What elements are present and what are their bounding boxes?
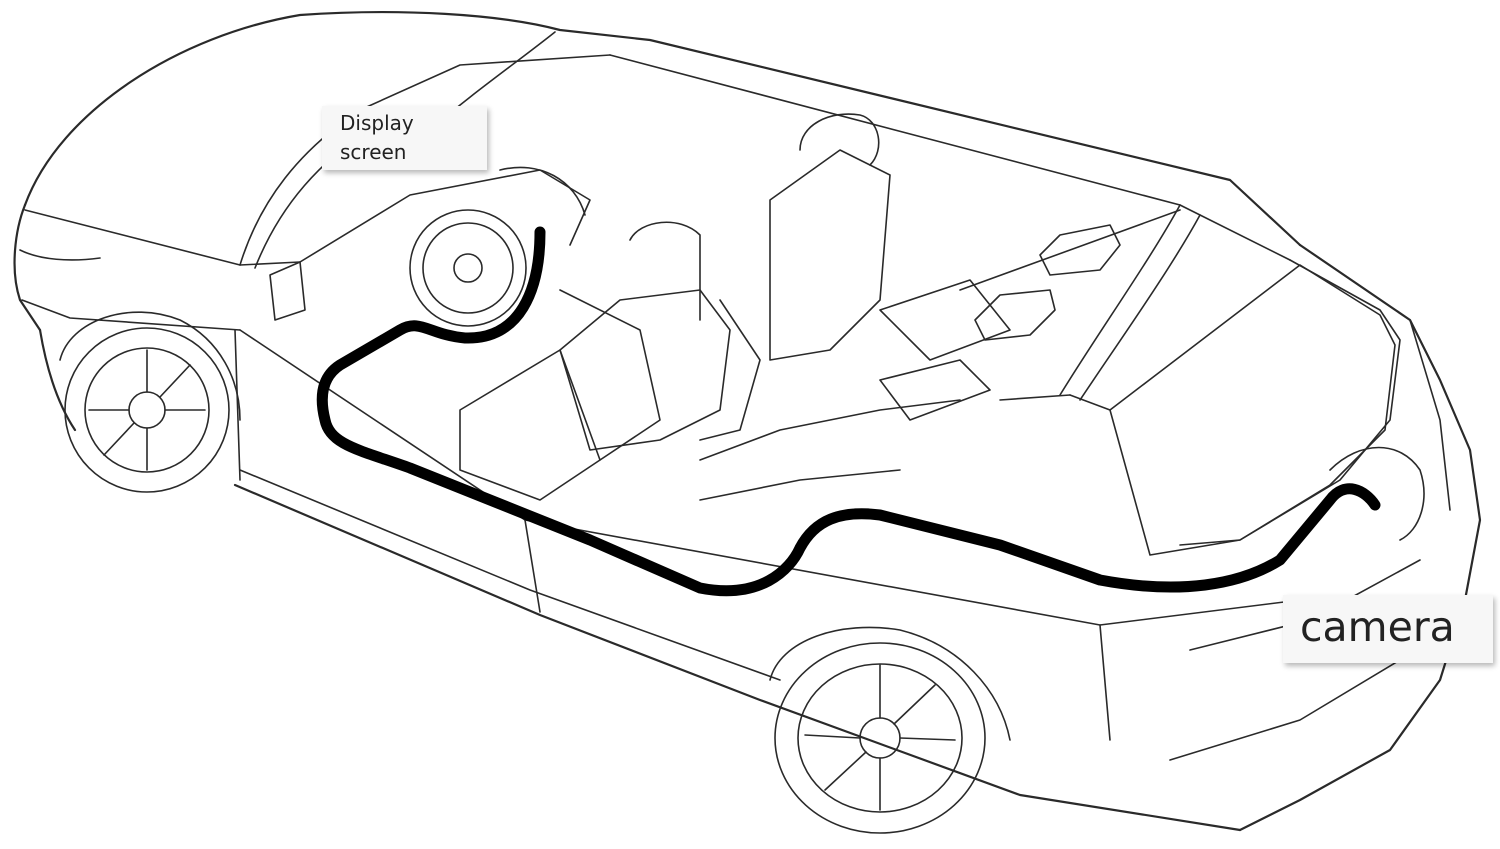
display-screen-label: Display screen	[322, 106, 487, 170]
display-label-line1: Display	[340, 111, 414, 135]
display-label-line2: screen	[340, 140, 407, 164]
car-outline	[13, 11, 1482, 834]
camera-cable	[316, 226, 1381, 597]
camera-label: camera	[1283, 595, 1493, 663]
